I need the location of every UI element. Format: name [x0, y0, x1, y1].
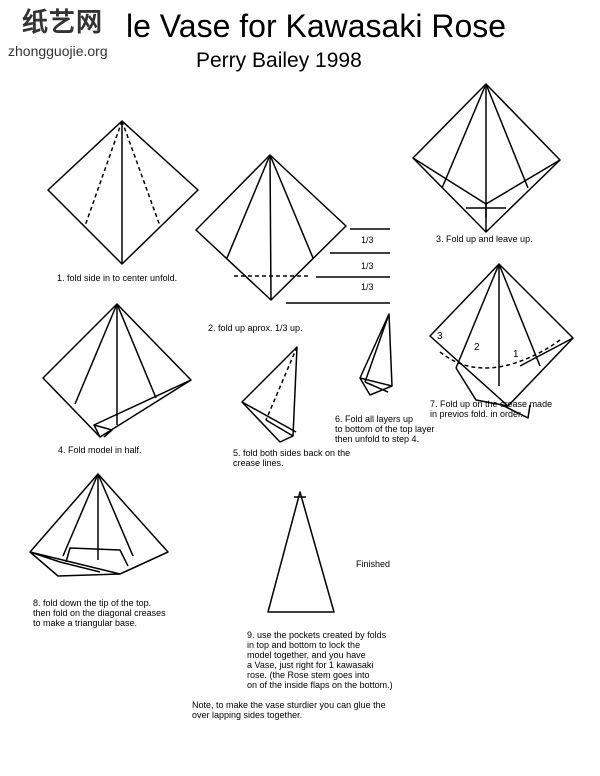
- step2-caption: 2. fold up aprox. 1/3 up.: [208, 323, 303, 333]
- step8-caption: 8. fold down the tip of the top. then fo…: [33, 598, 166, 628]
- step7-figure: [429, 263, 574, 419]
- step2-figure: [195, 154, 347, 301]
- step6-figure: [359, 313, 393, 396]
- fraction-label-3: 1/3: [361, 282, 374, 292]
- step2-thirds-markers: [286, 228, 390, 304]
- step1-caption: 1. fold side in to center unfold.: [57, 273, 178, 283]
- step7-number-3: 3: [437, 331, 443, 342]
- fraction-label-2: 1/3: [361, 261, 374, 271]
- step6-caption: 6. Fold all layers up to bottom of the t…: [335, 414, 435, 444]
- step3-figure: [412, 83, 561, 233]
- step9-caption: 9. use the pockets created by folds in t…: [247, 630, 393, 690]
- watermark-cn-text: 纸艺网: [22, 8, 104, 38]
- page-title: le Vase for Kawasaki Rose: [126, 8, 507, 44]
- finished-label: Finished: [356, 559, 391, 569]
- watermark-url: zhongguojie.org: [8, 43, 108, 59]
- step5-figure: [241, 346, 298, 443]
- watermark-logo: 纸艺网 zhongguojie.org: [6, 8, 124, 66]
- step5-caption: 5. fold both sides back on the crease li…: [233, 448, 351, 468]
- step7-number-2: 2: [474, 342, 480, 353]
- fraction-label-1: 1/3: [361, 235, 374, 245]
- step1-figure: [47, 120, 199, 265]
- step7-number-1: 1: [513, 349, 519, 360]
- step8-figure: [29, 473, 169, 577]
- finished-vase-figure: [267, 491, 335, 613]
- step4-caption: 4. Fold model in half.: [58, 445, 142, 455]
- step7-caption: 7. Fold up on the crease made in previos…: [430, 399, 553, 419]
- note-text: Note, to make the vase sturdier you can …: [192, 700, 386, 720]
- step4-figure: [42, 303, 192, 438]
- page-author: Perry Bailey 1998: [196, 49, 362, 72]
- step3-caption: 3. Fold up and leave up.: [436, 234, 533, 244]
